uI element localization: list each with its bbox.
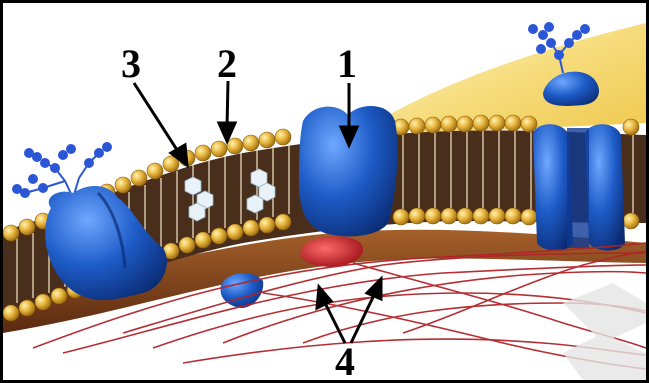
cell-membrane-diagram: 1 2 3 4 — [3, 3, 646, 380]
channel-protein-right — [533, 124, 625, 250]
label-4: 4 — [335, 339, 355, 380]
label-1: 1 — [337, 41, 357, 86]
label-3: 3 — [121, 41, 141, 86]
watermark-stripes — [563, 283, 646, 380]
label-2: 2 — [217, 41, 237, 86]
